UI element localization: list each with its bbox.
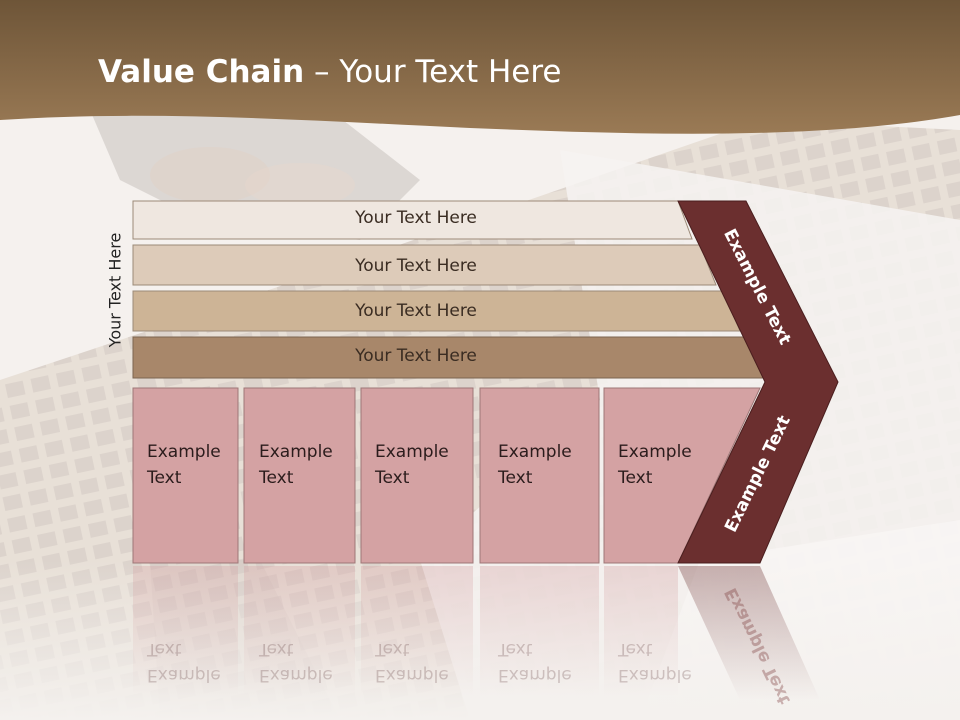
- box-1-line1: Example: [147, 442, 221, 462]
- box-4-line2: Text: [498, 468, 533, 488]
- box-2: [243, 387, 356, 564]
- box-3: [360, 387, 474, 564]
- box-1-line2: Text: [147, 468, 182, 488]
- row-label-2: Your Text Here: [355, 256, 477, 276]
- title-bold: Value Chain: [98, 54, 305, 90]
- box-4-line1: Example: [498, 442, 572, 462]
- title-rest: – Your Text Here: [304, 54, 562, 90]
- row-bar-2: [132, 244, 717, 286]
- box-2-line1: Example: [259, 442, 333, 462]
- box-5-line2: Text: [618, 468, 653, 488]
- box-3-line1: Example: [375, 442, 449, 462]
- box-4: [479, 387, 600, 564]
- chevron-arrow: [677, 200, 839, 564]
- box-3-line2: Text: [375, 468, 410, 488]
- box-2-line2: Text: [259, 468, 294, 488]
- row-label-3: Your Text Here: [355, 301, 477, 321]
- box-1: [132, 387, 239, 564]
- box-5-line1: Example: [618, 442, 692, 462]
- row-bar-1: [132, 200, 693, 240]
- row-label-4: Your Text Here: [355, 346, 477, 366]
- row-label-1: Your Text Here: [355, 208, 477, 228]
- page-title: Value Chain – Your Text Here: [98, 54, 561, 90]
